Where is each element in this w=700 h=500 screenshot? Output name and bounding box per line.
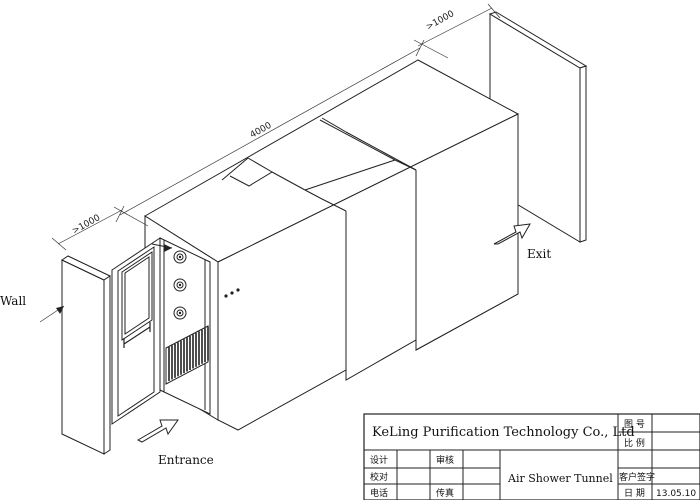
dimension-entrance-label: >1000 — [71, 213, 103, 237]
module-seams — [221, 117, 417, 380]
design-label: 设计 — [370, 454, 388, 466]
customer-sign-label: 客户签字 — [619, 471, 655, 483]
nozzle-1 — [173, 250, 187, 264]
dimension-exit-clearance: >1000 — [417, 3, 501, 47]
date-value: 13.05.10 — [656, 489, 696, 499]
check-label: 校对 — [370, 471, 388, 483]
nozzle-2 — [173, 278, 187, 292]
drawing-no-label: 图 号 — [624, 419, 645, 430]
entrance-label: Entrance — [158, 453, 214, 467]
control-indicator — [224, 294, 228, 298]
control-indicator — [236, 288, 240, 292]
tunnel-body — [144, 59, 520, 431]
review-label: 审核 — [436, 454, 454, 466]
date-label: 日 期 — [624, 488, 645, 499]
door-window — [121, 251, 153, 341]
company-name: KeLing Purification Technology Co., Ltd — [372, 425, 635, 440]
dimension-4000-label: 4000 — [249, 121, 274, 141]
door-handle — [123, 326, 151, 345]
scale-label: 比 例 — [624, 437, 645, 449]
product-name: Air Shower Tunnel — [507, 472, 613, 485]
entrance-door — [111, 237, 173, 425]
exit-label: Exit — [527, 247, 551, 261]
entrance-wall — [60, 255, 112, 455]
nozzle-3 — [173, 306, 187, 320]
entrance-arrow — [136, 419, 179, 443]
grille-slats — [168, 326, 209, 381]
title-block: KeLing Purification Technology Co., Ltd … — [363, 413, 700, 500]
control-indicator — [230, 291, 234, 295]
wall-label: Wall — [0, 294, 26, 308]
wall-leader — [39, 305, 65, 323]
phone-label: 电话 — [370, 487, 388, 499]
exit-arrow — [493, 223, 531, 245]
dimension-entrance-clearance: >1000 — [51, 209, 123, 251]
fax-label: 传真 — [436, 487, 454, 499]
